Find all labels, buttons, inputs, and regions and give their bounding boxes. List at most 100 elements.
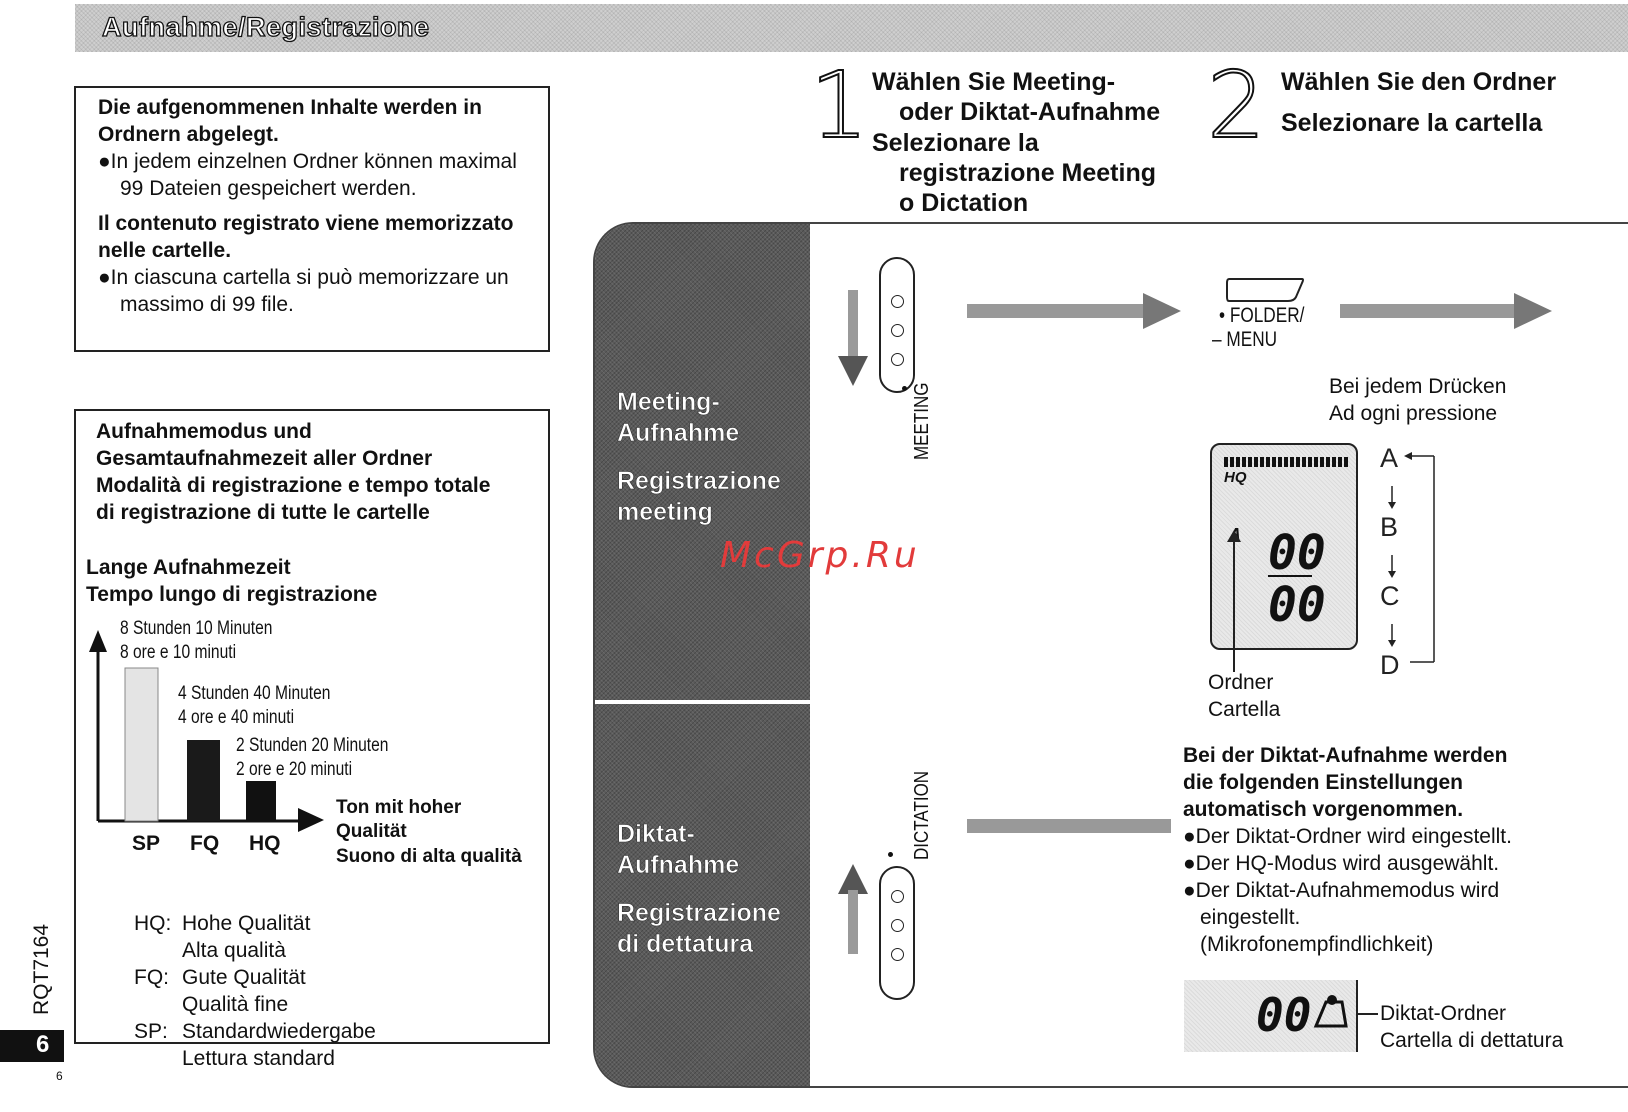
legend-fq-de: Gute Qualität bbox=[182, 966, 306, 989]
dictation-label-column bbox=[595, 704, 810, 1086]
dictation-switch-label: DICTATION bbox=[911, 770, 933, 860]
procedure-panel bbox=[593, 222, 1628, 1088]
switch-dot bbox=[891, 324, 904, 337]
press-text-de: Bei jedem Drücken bbox=[1329, 375, 1507, 398]
info-heading-de: Die aufgenommenen Inhalte werden in Ordn… bbox=[98, 96, 482, 146]
dictation-lcd-digits: 00 bbox=[1256, 988, 1312, 1042]
fq-bar bbox=[187, 740, 220, 821]
folder-menu-button[interactable] bbox=[1226, 275, 1306, 303]
press-text-it: Ad ogni pressione bbox=[1329, 402, 1498, 425]
dictation-bullet-1: ●Der Diktat-Ordner wird eingestellt. bbox=[1183, 825, 1512, 848]
dictation-bullet-2: ●Der HQ-Modus wird ausgewählt. bbox=[1183, 852, 1500, 875]
switch-dot bbox=[891, 353, 904, 366]
dictation-folder-de: Diktat-Ordner bbox=[1380, 1002, 1507, 1025]
step-2-line-2: Selezionare la cartella bbox=[1281, 109, 1543, 137]
folder-button-label-2: – MENU bbox=[1212, 328, 1278, 351]
switch-dot bbox=[891, 948, 904, 961]
step-1-line-4: registrazione Meeting bbox=[899, 159, 1156, 187]
dictation-label-de-1: Diktat- bbox=[617, 820, 695, 849]
folder-b: B bbox=[1380, 512, 1399, 542]
legend-hq-it: Alta qualità bbox=[182, 939, 286, 962]
dictation-bullet-3: ●Der Diktat-Aufnahmemodus wird bbox=[1183, 879, 1500, 902]
dictation-switch[interactable] bbox=[879, 866, 915, 1000]
dictation-bullet-3-cont: eingestellt. bbox=[1200, 906, 1301, 929]
info-bullet-it: ●In ciascuna cartella si può memorizzare… bbox=[98, 266, 509, 316]
folder-c: C bbox=[1380, 581, 1400, 611]
lcd-divider-line bbox=[1268, 575, 1312, 577]
fq-time-it: 4 ore e 40 minuti bbox=[178, 707, 295, 728]
header-bar bbox=[75, 4, 1628, 52]
legend-fq-it: Qualità fine bbox=[182, 993, 289, 1016]
info-bullet-de: ●In jedem einzelnen Ordner können maxima… bbox=[98, 150, 517, 200]
modes-heading-2: Gesamtaufnahmezeit aller Ordner bbox=[96, 447, 433, 470]
dictation-note-heading-3: automatisch vorgenommen. bbox=[1183, 798, 1464, 821]
hq-time-it: 2 ore e 20 minuti bbox=[236, 759, 353, 780]
arrow-to-folder-button bbox=[967, 293, 1181, 329]
right-arrow-head bbox=[298, 808, 324, 832]
dictation-folder-it: Cartella di dettatura bbox=[1380, 1029, 1564, 1052]
meeting-label-it-1: Registrazione bbox=[617, 467, 782, 496]
dictation-lcd-display: 00 bbox=[1184, 980, 1358, 1052]
meeting-label-de-1: Meeting- bbox=[617, 388, 720, 417]
dictation-label-de-2: Aufnahme bbox=[617, 851, 740, 880]
dictation-label-it-2: di dettatura bbox=[617, 930, 754, 959]
step-1-line-5: o Dictation bbox=[899, 189, 1029, 217]
lcd-top-digits: 00 bbox=[1268, 525, 1326, 581]
switch-dot bbox=[891, 295, 904, 308]
info-box-folders: Die aufgenommenen Inhalte werden in Ordn… bbox=[74, 86, 550, 352]
folder-label-it: Cartella bbox=[1208, 698, 1281, 721]
legend-sp-code: SP: bbox=[134, 1020, 168, 1043]
modes-heading-4: di registrazione di tutte le cartelle bbox=[96, 501, 430, 524]
dictation-folder-icon bbox=[1313, 995, 1348, 1028]
legend-sp-it: Lettura standard bbox=[182, 1047, 335, 1070]
quality-de: Ton mit hoher bbox=[336, 797, 462, 818]
folder-button-label-1: • FOLDER/ bbox=[1219, 304, 1305, 327]
up-arrow-icon bbox=[838, 864, 868, 954]
battery-level-bar bbox=[1224, 457, 1348, 467]
step-1-line-1: Wählen Sie Meeting- bbox=[872, 68, 1116, 96]
step-1-line-3: Selezionare la bbox=[872, 129, 1039, 157]
dictation-bullet-3-note: (Mikrofonempfindlichkeit) bbox=[1200, 933, 1434, 956]
page-number-small: 6 bbox=[56, 1069, 63, 1083]
column-divider bbox=[595, 700, 810, 704]
dictation-note-heading-2: die folgenden Einstellungen bbox=[1183, 771, 1464, 794]
up-arrow-head bbox=[89, 630, 107, 652]
switch-dot bbox=[891, 890, 904, 903]
hq-time-de: 2 Stunden 20 Minuten bbox=[236, 735, 389, 756]
sp-time-de: 8 Stunden 10 Minuten bbox=[120, 618, 273, 639]
lcd-mode: HQ bbox=[1224, 469, 1247, 486]
fq-time-de: 4 Stunden 40 Minuten bbox=[178, 683, 331, 704]
step-2-line-1: Wählen Sie den Ordner bbox=[1281, 68, 1557, 96]
page-number: 6 bbox=[36, 1031, 50, 1058]
dictation-label-it-1: Registrazione bbox=[617, 899, 782, 928]
meeting-switch-label: MEETING bbox=[911, 382, 933, 460]
arrow-to-display bbox=[1340, 293, 1552, 329]
quality-de-2: Qualität bbox=[336, 821, 407, 842]
switch-dot bbox=[891, 919, 904, 932]
step-1-line-2: oder Diktat-Aufnahme bbox=[899, 98, 1161, 126]
hq-bar bbox=[246, 781, 276, 821]
legend-hq-code: HQ: bbox=[134, 912, 172, 935]
dictation-note-heading-1: Bei der Diktat-Aufnahme werden bbox=[1183, 744, 1508, 767]
folder-a: A bbox=[1380, 443, 1399, 473]
modes-heading-3: Modalità di registrazione e tempo totale bbox=[96, 474, 491, 497]
lcd-bottom-digits: 00 bbox=[1268, 577, 1326, 633]
category-hq: HQ bbox=[249, 832, 281, 855]
modes-heading-1: Aufnahmemodus und bbox=[96, 420, 312, 443]
sp-bar bbox=[124, 667, 159, 822]
dictation-folder-pointer bbox=[1358, 1013, 1378, 1015]
meeting-switch[interactable] bbox=[879, 257, 915, 393]
meeting-label-de-2: Aufnahme bbox=[617, 419, 740, 448]
category-fq: FQ bbox=[190, 832, 220, 855]
down-arrow-icon bbox=[838, 290, 868, 386]
step-1-number: 1 bbox=[809, 51, 870, 160]
meeting-switch-pointer bbox=[902, 386, 907, 391]
recording-time-diagram bbox=[89, 630, 300, 823]
meeting-label-it-2: meeting bbox=[617, 498, 713, 527]
page-title: Aufnahme/Registrazione bbox=[101, 11, 430, 42]
category-sp: SP bbox=[132, 832, 161, 855]
legend-sp-de: Standardwiedergabe bbox=[182, 1020, 376, 1043]
folder-d: D bbox=[1380, 650, 1400, 680]
dictation-arrow-bar bbox=[967, 819, 1171, 833]
folder-indicator-arrow bbox=[1227, 530, 1241, 542]
